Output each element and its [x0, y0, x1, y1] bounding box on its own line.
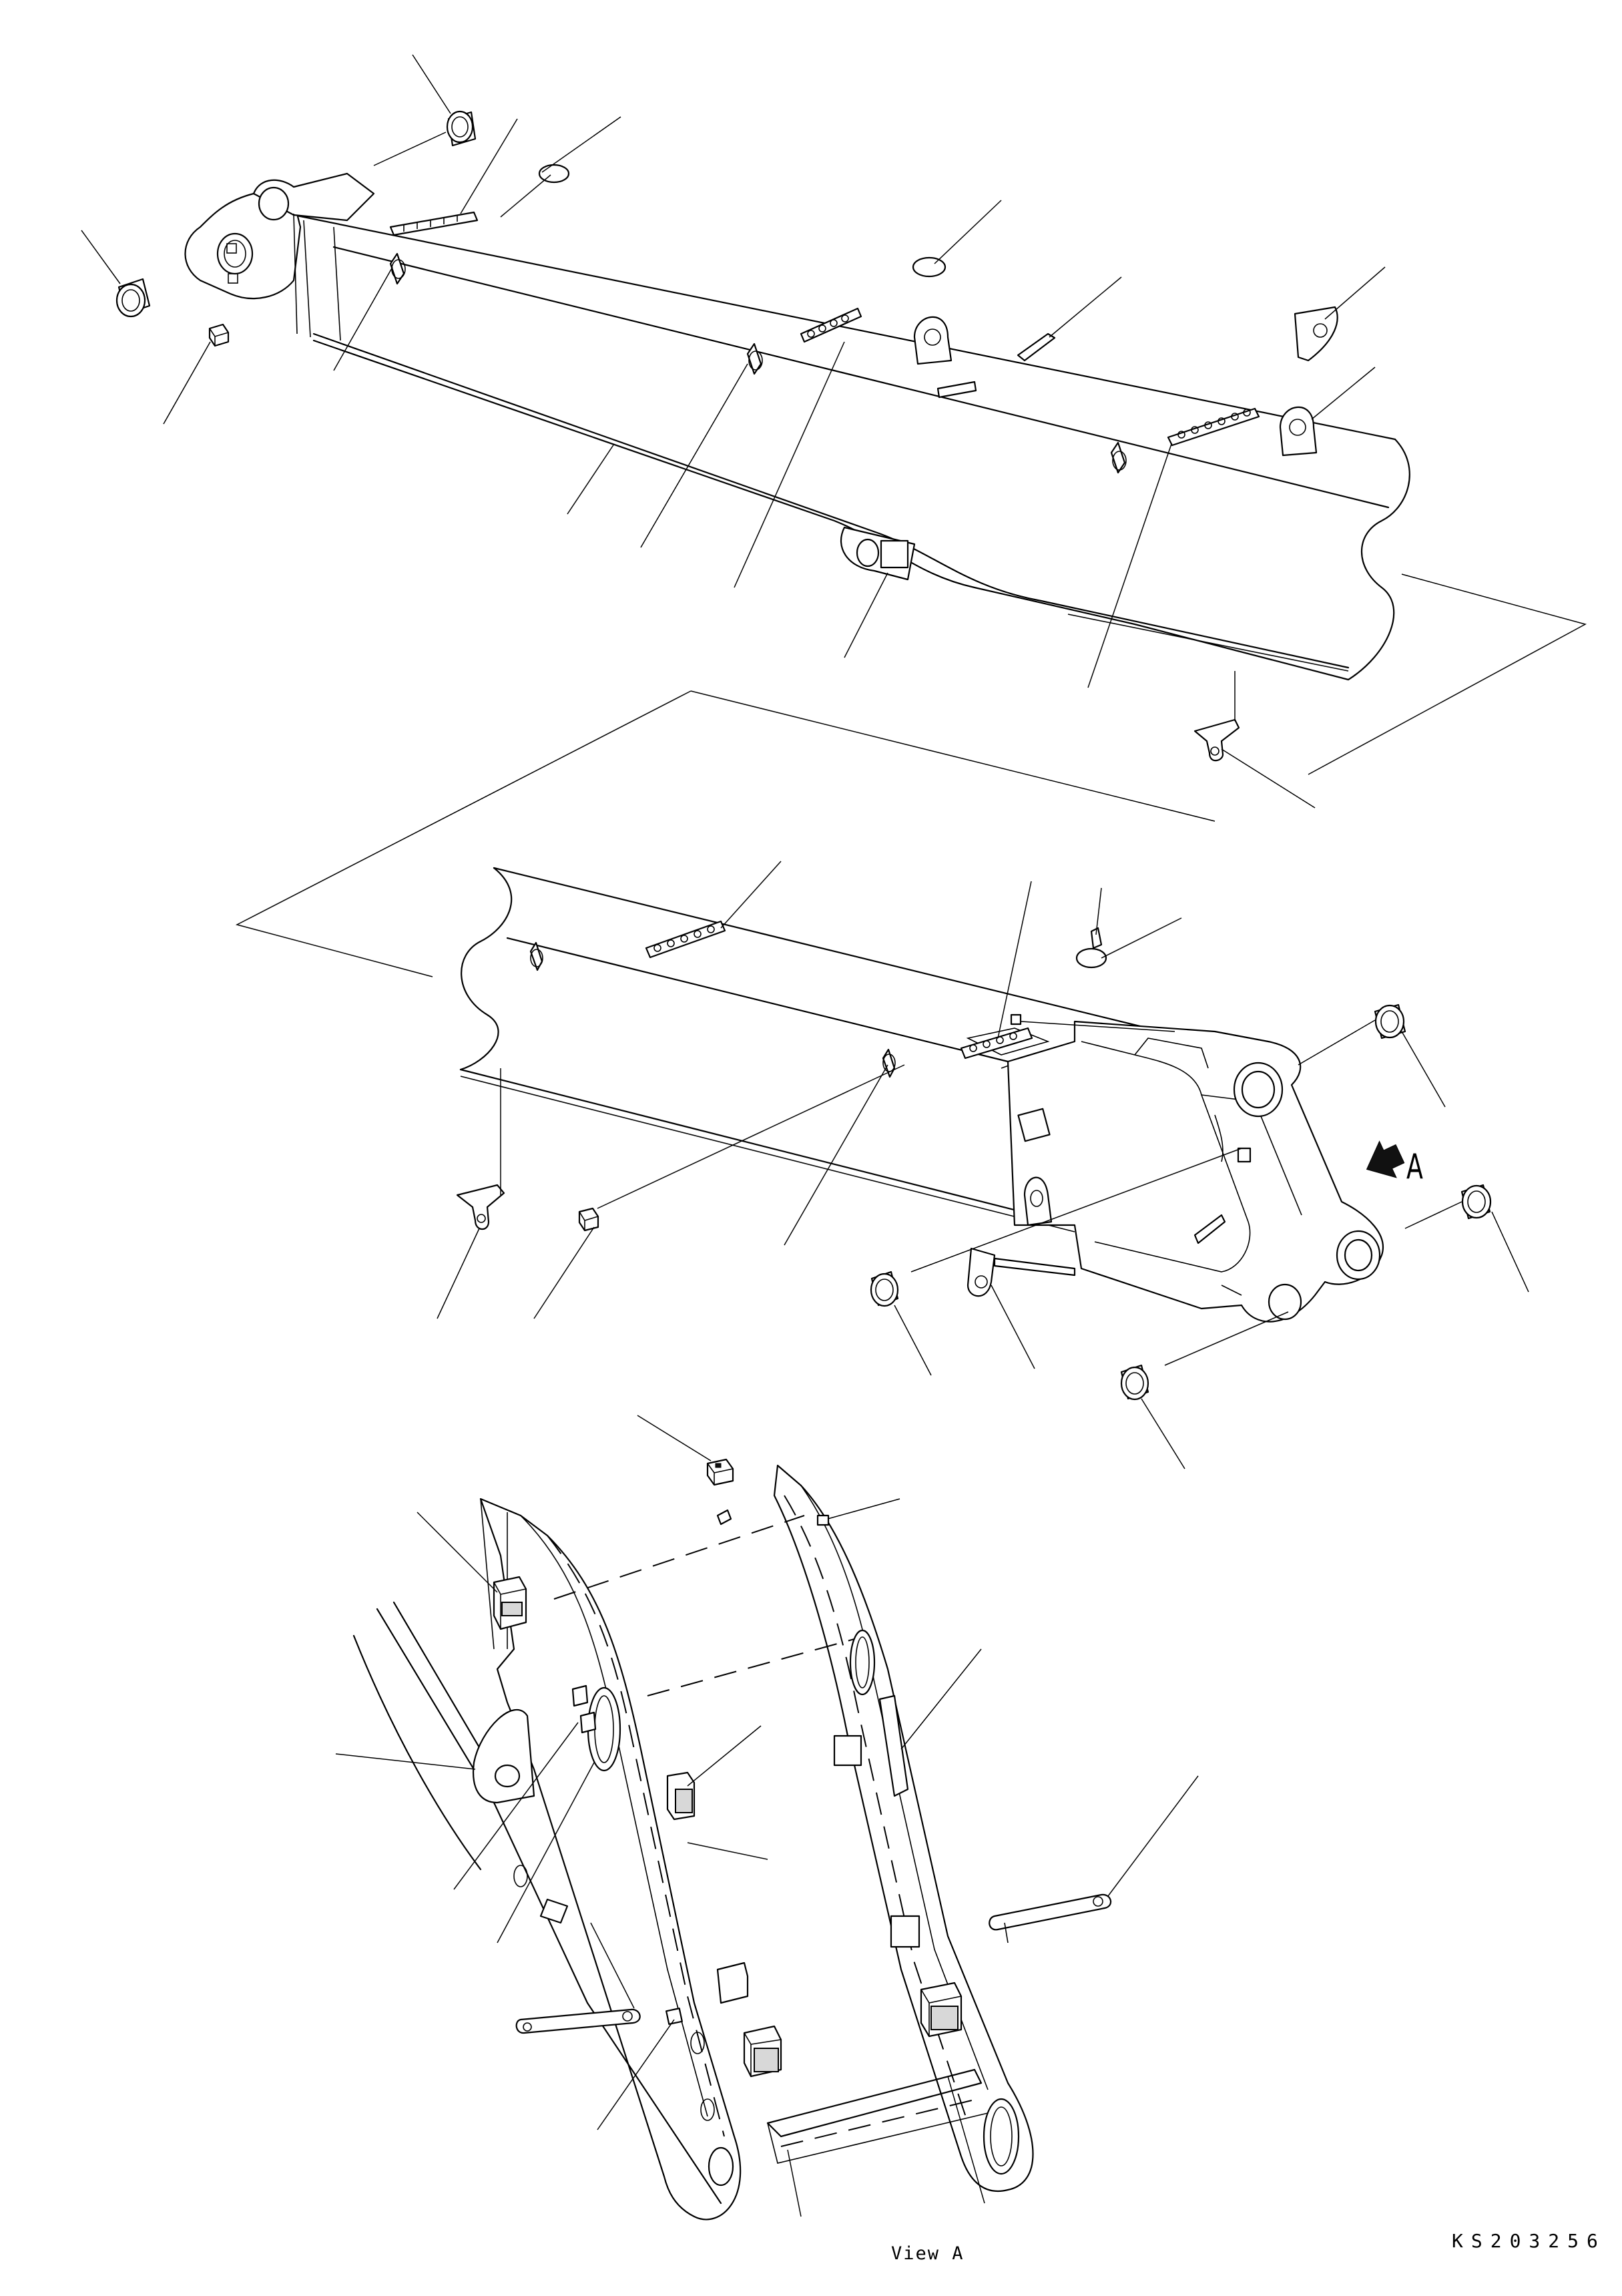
- cap-top-2: [912, 256, 947, 278]
- section-link-right: [1308, 573, 1587, 775]
- head-stop-block: [1237, 1147, 1252, 1163]
- cap-middle: [1075, 947, 1107, 969]
- upper-boom-section: [81, 54, 1587, 809]
- hose-clamp-strip-3: [1167, 407, 1260, 447]
- left-mount-bracket: [472, 1708, 535, 1804]
- bracket-top-2: [1279, 406, 1318, 457]
- leaders-view-a: [335, 1415, 1199, 2217]
- lower-strip-bottom: [993, 1257, 1076, 1277]
- upper-boom-top-edge: [292, 214, 1396, 441]
- bushing-right-upper: [1374, 1003, 1406, 1040]
- lifting-lug-middle: [456, 1184, 505, 1230]
- clip-top-1: [389, 252, 406, 285]
- upper-boom-break-line: [1347, 438, 1410, 681]
- hose-clamp-strip-4: [645, 920, 726, 959]
- section-link-left: [235, 690, 692, 977]
- view-arrow: [1366, 1140, 1405, 1178]
- right-wear-strip: [878, 1694, 909, 1797]
- boom-head-pin-bore-bottom: [1268, 1283, 1302, 1321]
- lower-boom-mid-edge: [506, 937, 1009, 1063]
- cover-plate-head: [1017, 1108, 1051, 1142]
- cylinder-bracket-bottom: [840, 526, 916, 581]
- lower-bracket-side: [1023, 1176, 1053, 1226]
- view-a-caption: View A: [891, 2243, 965, 2264]
- flat-bar-top: [1017, 332, 1056, 362]
- inner-pad-lower: [890, 1915, 920, 1948]
- clip-mid-2: [882, 1048, 896, 1078]
- bottom-cross-member: [766, 2068, 983, 2138]
- boom-arm-head-outer: [1007, 1020, 1384, 1323]
- boom-foot-pin-bore: [216, 232, 254, 275]
- bushing-left: [115, 278, 151, 318]
- leaders-top: [81, 54, 1386, 809]
- clip-mid-1: [529, 941, 543, 971]
- bracket-top-1: [913, 316, 953, 365]
- bushing-right-lower: [1460, 1184, 1492, 1220]
- view-a-cube: [706, 1458, 734, 1486]
- wear-plate-head: [1193, 1214, 1226, 1244]
- inner-block-left-2: [716, 1962, 749, 2004]
- lifting-lug-top: [1193, 718, 1240, 762]
- leaders-middle: [437, 861, 1529, 1469]
- gusset-plate-top: [1294, 306, 1338, 362]
- inner-block-left-3: [743, 2025, 782, 2078]
- hose-clamp-strip-1: [389, 211, 479, 236]
- upper-boom-bottom-edge: [312, 339, 1350, 681]
- right-plate-tab: [816, 1514, 830, 1526]
- left-clip-2: [579, 1711, 597, 1734]
- lever-arm-left: [515, 2008, 683, 2034]
- inner-block-left-1: [666, 1771, 696, 1821]
- lower-boom-break-line: [459, 867, 513, 1071]
- clip-top-3: [1110, 441, 1127, 474]
- clip-top-2: [746, 342, 763, 375]
- view-a-section: [335, 1415, 1199, 2221]
- bushing-middle-1: [870, 1271, 899, 1307]
- view-arrow-label: A: [1406, 1147, 1423, 1187]
- lower-boom-bottom-edge: [459, 1068, 1076, 1226]
- bushing-middle-2: [1120, 1364, 1149, 1401]
- upper-boom-bottom-plate: [1067, 614, 1349, 672]
- boom-foot-upper-bore: [258, 186, 290, 221]
- lower-lug-bottom: [967, 1247, 996, 1297]
- lower-boom-top-edge: [493, 867, 1149, 1029]
- right-plate-pin-bore: [849, 1629, 876, 1696]
- drawing-number: KS203256: [1452, 2230, 1606, 2252]
- plate-small-top: [936, 381, 977, 399]
- left-side-plate: [479, 1498, 742, 2221]
- left-small-block: [539, 1898, 569, 1924]
- inner-pad-upper: [833, 1735, 862, 1767]
- plug-middle: [1010, 1013, 1022, 1025]
- upper-boom-top-inner-edge: [332, 246, 1390, 509]
- view-a-clip: [716, 1509, 732, 1526]
- hose-clamp-strip-2: [800, 307, 862, 343]
- bushing-top-left: [446, 110, 477, 147]
- hose-clamp-strip-5: [960, 1027, 1033, 1060]
- spacer-block-middle: [578, 1207, 599, 1232]
- lower-boom-section: [235, 690, 1529, 1469]
- left-plate-lower-bore: [708, 2146, 734, 2187]
- left-upper-block: [493, 1576, 527, 1630]
- left-frame-edge: [376, 1608, 722, 2205]
- spacer-block-top: [208, 323, 230, 347]
- left-clip-1: [571, 1684, 589, 1707]
- inner-block-right: [920, 1982, 963, 2038]
- right-side-plate: [773, 1464, 1034, 2192]
- upper-boom-lower-web: [312, 332, 1350, 669]
- right-plate-lower-bore: [983, 2098, 1020, 2175]
- clip-middle-small: [1090, 927, 1103, 949]
- cap-top-1: [538, 164, 570, 184]
- lever-arm-right: [989, 1893, 1112, 1943]
